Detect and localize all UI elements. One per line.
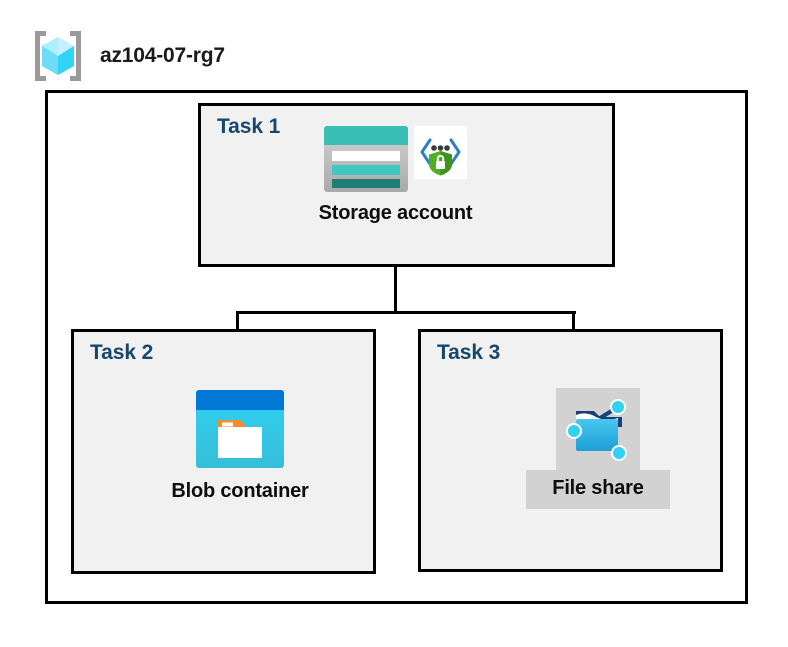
task-2-label: Task 2 <box>90 341 154 364</box>
storage-account-icon-group <box>324 126 467 192</box>
file-share-label-highlight: File share <box>526 470 670 509</box>
connector-horizontal-branch <box>236 311 576 314</box>
storage-account-label: Storage account <box>318 202 473 224</box>
private-endpoint-shield-icon <box>414 126 467 179</box>
connector-storage-to-branch <box>394 236 397 314</box>
task-2-box: Task 2 <box>71 329 376 574</box>
resource-group-cube-icon <box>30 28 86 84</box>
blob-container-node: Blob container <box>150 390 330 503</box>
blob-container-label: Blob container <box>171 480 309 502</box>
storage-account-node: Storage account <box>288 126 503 225</box>
task-1-label: Task 1 <box>217 115 281 138</box>
file-share-label: File share <box>552 477 644 499</box>
file-share-node: File share <box>500 388 696 509</box>
file-share-icon-highlight <box>556 388 640 470</box>
resource-group-header: az104-07-rg7 <box>30 28 225 84</box>
task-3-label: Task 3 <box>437 341 501 364</box>
blob-container-icon <box>196 390 284 468</box>
storage-account-icon <box>324 126 408 192</box>
resource-group-name: az104-07-rg7 <box>100 44 225 67</box>
file-share-icon <box>560 391 636 467</box>
